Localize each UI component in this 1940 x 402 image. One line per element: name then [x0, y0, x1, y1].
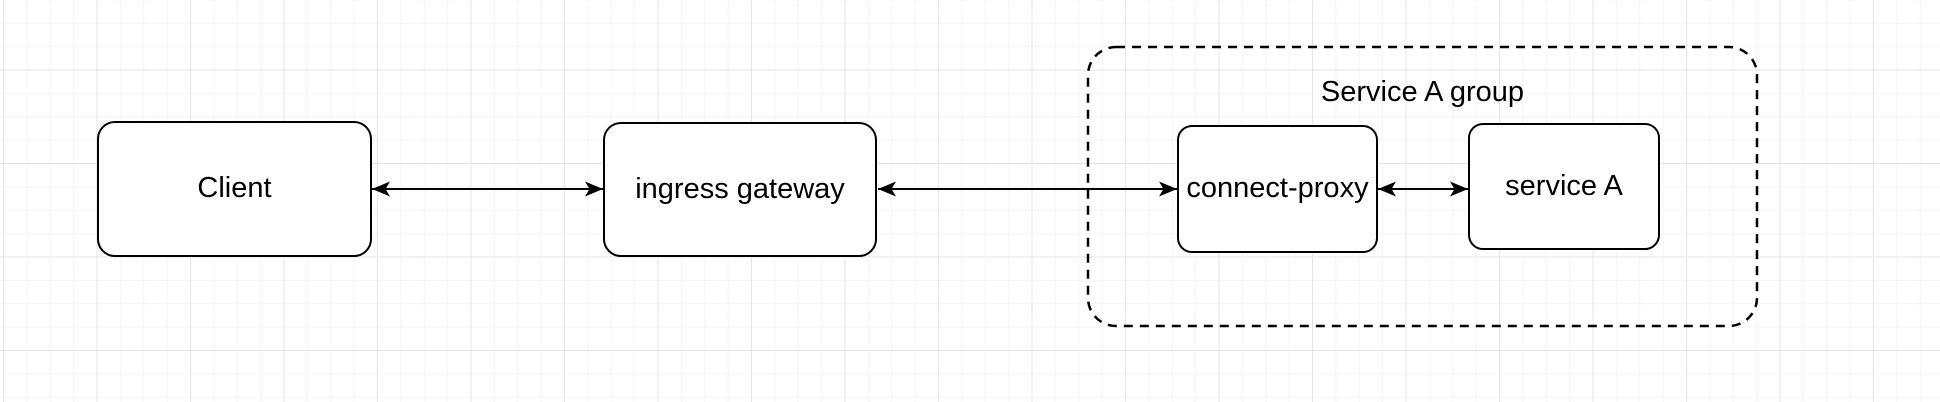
node-connect-proxy[interactable]: connect-proxy	[1177, 125, 1378, 253]
node-client[interactable]: Client	[97, 121, 372, 257]
group-service-a-boundary[interactable]	[1086, 45, 1759, 328]
node-client-label: Client	[197, 172, 272, 205]
group-service-a-label: Service A group	[1320, 76, 1525, 108]
node-service-a-label: service A	[1505, 169, 1623, 202]
node-ingress-gateway[interactable]: ingress gateway	[603, 122, 877, 257]
node-ingress-gateway-label: ingress gateway	[635, 172, 845, 205]
node-service-a[interactable]: service A	[1468, 123, 1660, 250]
node-connect-proxy-label: connect-proxy	[1186, 172, 1369, 205]
